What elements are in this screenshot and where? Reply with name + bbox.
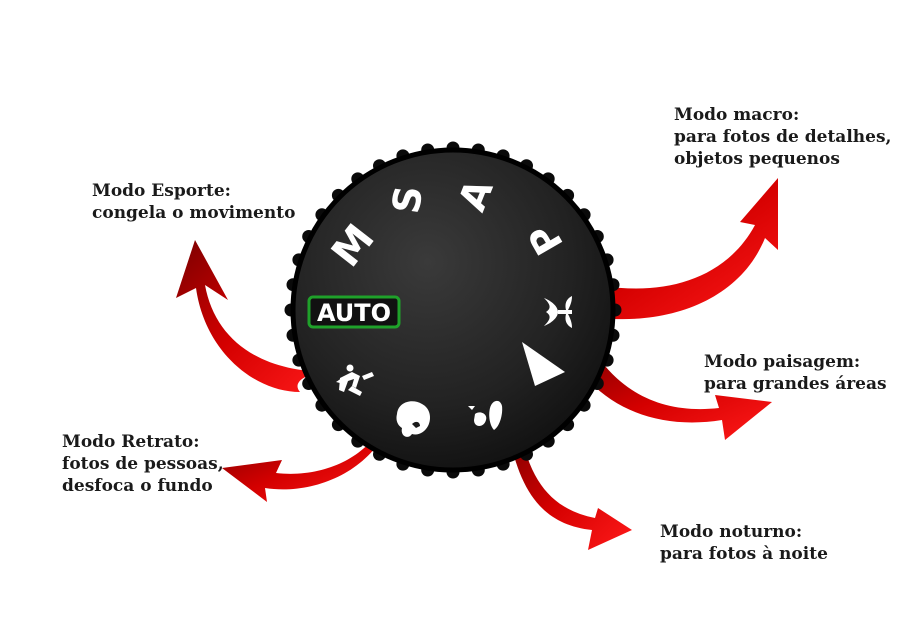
sport-runner-icon	[336, 364, 374, 396]
arrow-landscape	[568, 345, 772, 440]
callout-sport: Modo Esporte: congela o movimento	[92, 180, 295, 224]
callout-macro-desc-1: para fotos de detalhes,	[674, 127, 892, 147]
dial-letter-s: S	[384, 183, 431, 216]
arrow-portrait	[222, 428, 388, 502]
mode-dial[interactable]	[290, 147, 616, 473]
callout-portrait-title: Modo Retrato:	[62, 432, 200, 452]
arrows	[176, 178, 778, 550]
callout-portrait: Modo Retrato: fotos de pessoas, desfoca …	[62, 431, 224, 497]
callout-macro-title: Modo macro:	[674, 105, 800, 125]
landscape-mountain-icon	[522, 342, 565, 386]
callout-portrait-desc-1: fotos de pessoas,	[62, 454, 224, 474]
night-portrait-icon	[468, 400, 503, 430]
auto-mode-border	[307, 295, 401, 329]
portrait-head-icon	[396, 401, 430, 437]
arrow-macro	[570, 178, 778, 320]
auto-mode-label: AUTO	[317, 299, 391, 327]
auto-mode[interactable]: AUTO	[307, 295, 401, 329]
callout-landscape: Modo paisagem: para grandes áreas	[704, 351, 887, 395]
callout-portrait-desc-2: desfoca o fundo	[62, 476, 213, 496]
arrow-night	[508, 428, 632, 550]
callout-night-title: Modo noturno:	[660, 522, 803, 542]
callout-macro: Modo macro: para fotos de detalhes, obje…	[674, 104, 891, 170]
callout-sport-desc: congela o movimento	[92, 203, 296, 223]
callout-night-desc: para fotos à noite	[660, 544, 828, 564]
callout-landscape-desc: para grandes áreas	[704, 374, 887, 394]
callout-landscape-title: Modo paisagem:	[704, 352, 861, 372]
callout-macro-desc-2: objetos pequenos	[674, 149, 840, 169]
callout-sport-title: Modo Esporte:	[92, 181, 231, 201]
macro-flower-icon	[544, 296, 572, 328]
arrow-sport	[176, 240, 330, 392]
callout-night: Modo noturno: para fotos à noite	[660, 521, 828, 565]
